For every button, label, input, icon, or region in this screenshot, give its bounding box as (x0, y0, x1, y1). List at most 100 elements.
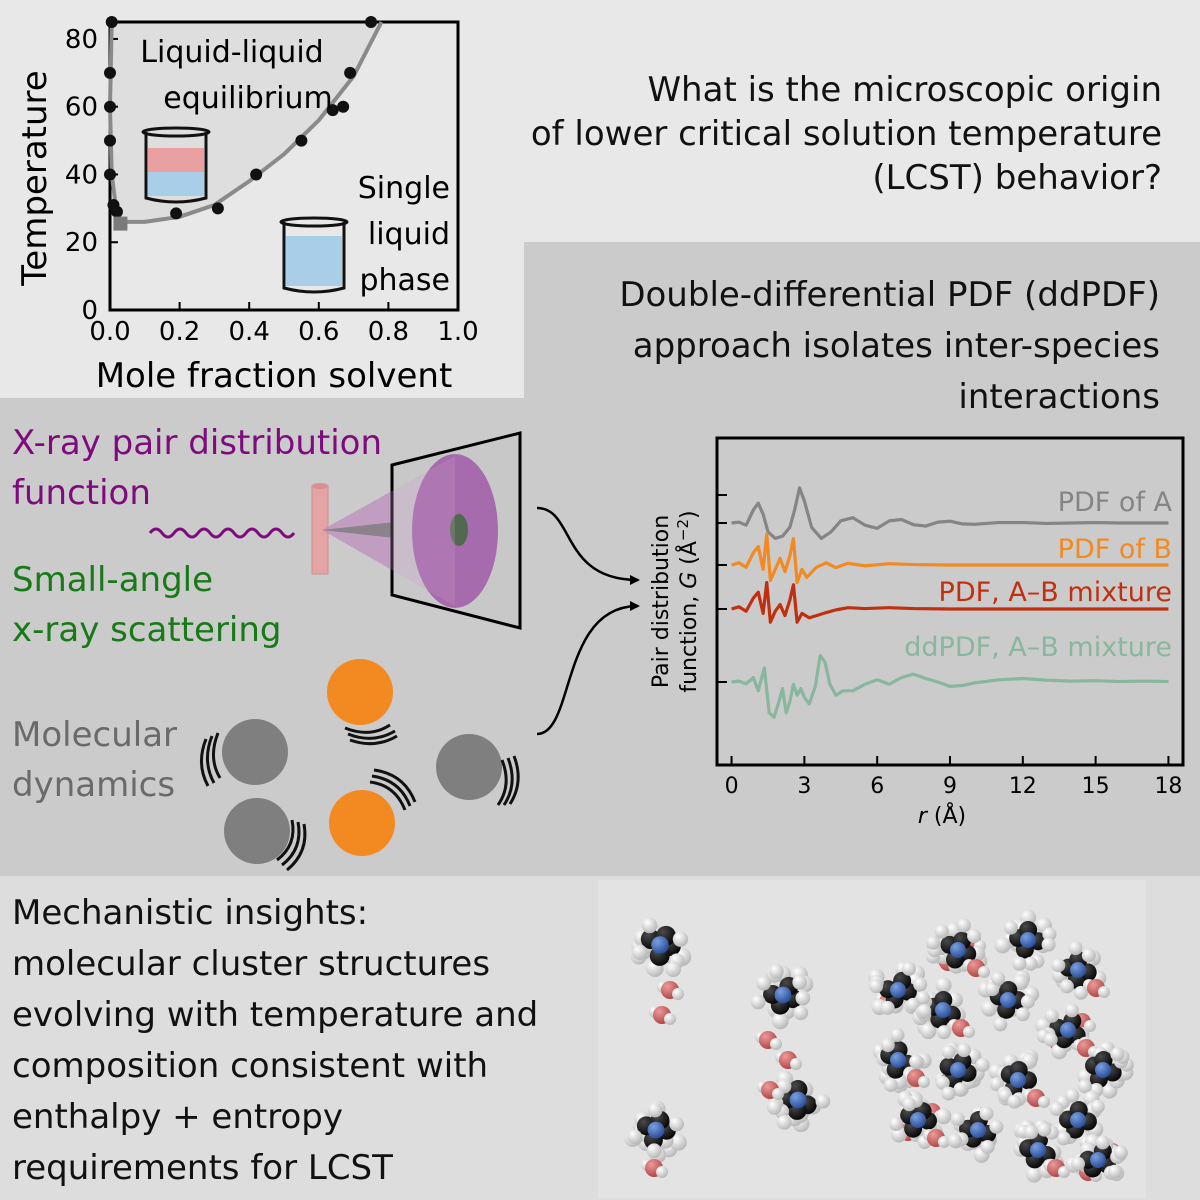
series-line (731, 581, 1169, 624)
data-point (326, 104, 339, 117)
atom-sphere (1049, 1102, 1064, 1117)
lower-liquid-phase (148, 172, 204, 196)
saxs-label: Small-angle x-ray scattering (12, 555, 282, 655)
y-tick-label: 20 (65, 228, 98, 258)
atom-sphere (963, 1026, 975, 1038)
atom-sphere (641, 917, 658, 934)
atom-sphere (1073, 985, 1088, 1000)
series-label: ddPDF, A–B mixture (904, 632, 1172, 663)
x-axis-label: r (Å) (918, 802, 966, 829)
atom-sphere (883, 1077, 898, 1092)
question-line: What is the microscopic origin (647, 70, 1162, 110)
atom-sphere (750, 994, 766, 1010)
atom-sphere (756, 975, 772, 991)
single-phase-beaker-icon (279, 216, 349, 294)
x-tick-label: 1.0 (437, 317, 478, 347)
data-point (170, 207, 183, 220)
atom-sphere (1042, 927, 1057, 942)
atom-sphere (978, 966, 990, 978)
region-label-one-phase: liquid (368, 217, 450, 252)
insights-text: Mechanistic insights: molecular cluster … (12, 888, 538, 1194)
atom-sphere (670, 1133, 687, 1151)
atom-sphere (1007, 1094, 1022, 1109)
x-tick-label: 0.8 (368, 317, 409, 347)
atom-sphere (1064, 1003, 1079, 1018)
atom-sphere (774, 986, 792, 1004)
insights-line: requirements for LCST (12, 1148, 393, 1188)
x-tick-label: 0.2 (159, 317, 200, 347)
data-point (104, 100, 116, 113)
atom-sphere (789, 1091, 807, 1109)
x-tick-label: 0.0 (89, 317, 130, 347)
atom-sphere (669, 1116, 685, 1132)
x-tick-label: 6 (870, 774, 884, 799)
atom-sphere (665, 961, 681, 977)
xpdf-label-line: X-ray pair distribution (12, 423, 383, 463)
atom-sphere (1015, 1007, 1030, 1022)
atom-sphere (909, 1054, 924, 1069)
atom-sphere (985, 982, 1000, 997)
data-point (365, 16, 377, 28)
x-tick-label: 12 (1009, 774, 1037, 799)
x-tick-label: 0.6 (298, 317, 339, 347)
motion-lines-icon (369, 768, 417, 811)
data-point (110, 205, 123, 218)
atom-sphere (790, 1058, 802, 1070)
atom-sphere (950, 942, 966, 958)
atom-sphere (771, 1012, 789, 1030)
atom-sphere (991, 971, 1006, 986)
atom-sphere (1003, 920, 1018, 935)
atom-sphere (989, 1119, 1004, 1134)
atom-sphere (1037, 1122, 1052, 1137)
atom-sphere (981, 1000, 998, 1017)
atom-sphere (948, 1133, 963, 1148)
atom-sphere (815, 1093, 831, 1109)
insights-line: composition consistent with (12, 1046, 489, 1086)
atom-sphere (979, 1106, 994, 1121)
ddpdf-caption: Double-differential PDF (ddPDF) approach… (619, 270, 1160, 423)
md-label-line: Molecular (12, 715, 178, 755)
region-label-one-phase: Single (358, 171, 450, 206)
atom-sphere (1020, 994, 1035, 1009)
atom-sphere (880, 1000, 895, 1015)
ddpdf-panel-background (524, 242, 1200, 402)
atom-sphere (1071, 1156, 1086, 1171)
question-line: of lower critical solution temperature (530, 114, 1162, 154)
saxs-label-line: Small-angle (12, 560, 214, 600)
atom-sphere (950, 1111, 965, 1126)
xpdf-label: X-ray pair distribution function (12, 418, 382, 518)
motion-lines-icon (276, 819, 307, 872)
atom-sphere (766, 1100, 782, 1115)
atom-sphere (970, 1122, 986, 1138)
question-line: (LCST) behavior? (872, 158, 1162, 198)
atom-sphere (776, 1115, 792, 1130)
atom-sphere (793, 1005, 809, 1021)
molecule-a (224, 798, 290, 864)
atom-sphere (1043, 1032, 1058, 1047)
y-axis-label: Temperature (15, 70, 55, 286)
x-tick-label: 0.4 (229, 317, 270, 347)
caption-line: interactions (958, 377, 1160, 417)
data-point (344, 66, 357, 79)
atom-sphere (1110, 1047, 1125, 1062)
region-label-one-phase: phase (359, 263, 450, 298)
saxs-label-line: x-ray scattering (12, 610, 282, 650)
md-label-line: dynamics (12, 765, 176, 805)
region-label-two-phase: Liquid-liquid (140, 35, 323, 70)
atom-sphere (769, 964, 784, 979)
data-point (250, 168, 263, 181)
atom-sphere (950, 1062, 966, 1078)
atom-sphere (627, 1129, 643, 1145)
atom-sphere (918, 1076, 930, 1088)
data-point (104, 168, 116, 181)
atom-sphere (917, 1004, 932, 1019)
y-tick-label: 40 (65, 160, 98, 190)
molecule-b (329, 790, 395, 856)
atom-sphere (938, 1136, 950, 1148)
atom-sphere (1090, 1099, 1105, 1114)
y-axis-label: function, G (Å−2) (674, 510, 702, 692)
insights-line: Mechanistic insights: (12, 893, 369, 933)
xpdf-label-line: function (12, 473, 151, 513)
atom-sphere (880, 1038, 895, 1053)
atom-sphere (975, 1057, 990, 1072)
